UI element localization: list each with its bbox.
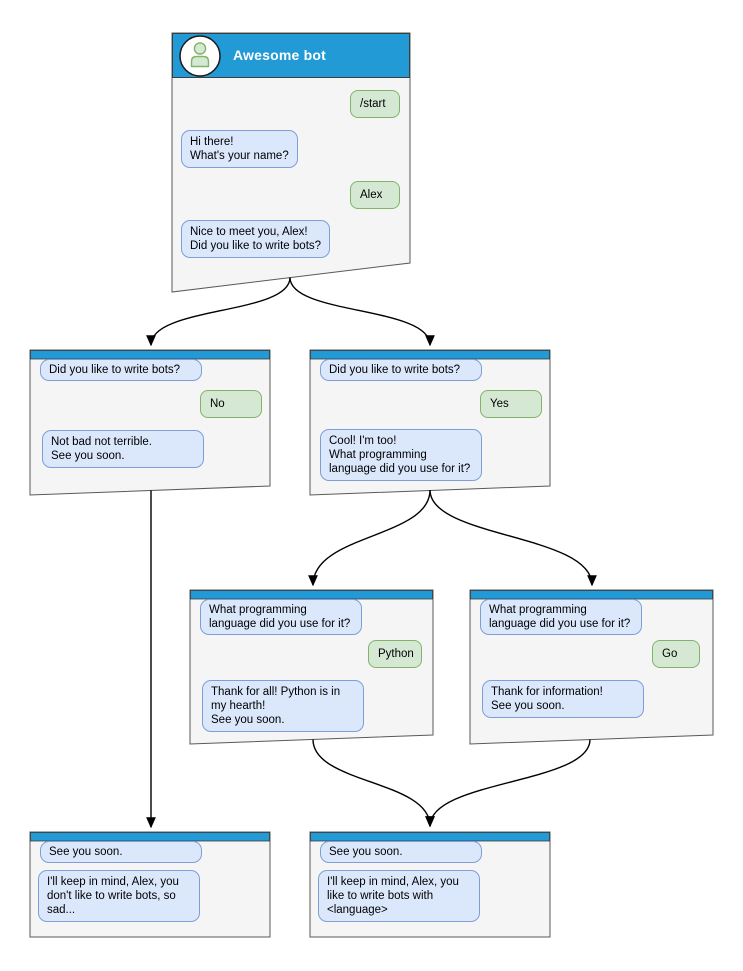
bubble-user-no: No: [200, 390, 262, 418]
window-end-no-header-bar: [30, 832, 270, 842]
bubble-user-python: Python: [368, 640, 422, 668]
window-no-branch-header-bar: [30, 350, 270, 360]
bubble-user-start-command: /start: [350, 90, 400, 118]
bubble-bot-cool-im-too: Cool! I'm too! What programming language…: [320, 429, 482, 481]
window-start-title: Awesome bot: [233, 47, 326, 63]
bubble-bot-thanks-python: Thank for all! Python is in my hearth! S…: [202, 680, 364, 732]
bubble-bot-question-write-bots-yes: Did you like to write bots?: [320, 359, 482, 381]
bubble-bot-see-you-soon-language: See you soon.: [320, 841, 482, 863]
arrow-go-to-end-language: [425, 739, 591, 828]
window-end-language-header-bar: [310, 832, 550, 842]
arrow-yes-branch-to-python: [308, 489, 431, 587]
window-yes-branch-header-bar: [310, 350, 550, 360]
bubble-bot-not-bad: Not bad not terrible. See you soon.: [42, 430, 204, 468]
bubble-bot-see-you-soon-no: See you soon.: [40, 841, 202, 863]
bubble-bot-nice-to-meet: Nice to meet you, Alex! Did you like to …: [181, 220, 331, 258]
window-python-branch-header-bar: [190, 590, 433, 600]
bubble-bot-greeting: Hi there! What's your name?: [181, 130, 298, 168]
arrow-yes-branch-to-go: [429, 489, 597, 587]
window-go-branch-header-bar: [470, 590, 713, 600]
bubble-bot-thanks-info: Thank for information! See you soon.: [482, 680, 644, 718]
bubble-bot-question-language-go: What programming language did you use fo…: [480, 599, 642, 635]
bubble-user-name: Alex: [350, 181, 400, 209]
arrow-start-to-no-branch: [146, 277, 291, 347]
bubble-user-go: Go: [652, 640, 700, 668]
bubble-user-yes: Yes: [480, 390, 542, 418]
bubble-bot-keep-in-mind-no: I'll keep in mind, Alex, you don't like …: [38, 870, 200, 922]
person-icon: [190, 42, 210, 68]
bubble-bot-question-language-python: What programming language did you use fo…: [200, 599, 362, 635]
arrow-python-to-end-language: [312, 739, 435, 828]
arrow-start-to-yes-branch: [289, 277, 435, 347]
bubble-bot-question-write-bots-no: Did you like to write bots?: [40, 359, 202, 381]
bubble-bot-keep-in-mind-language: I'll keep in mind, Alex, you like to wri…: [318, 870, 480, 922]
